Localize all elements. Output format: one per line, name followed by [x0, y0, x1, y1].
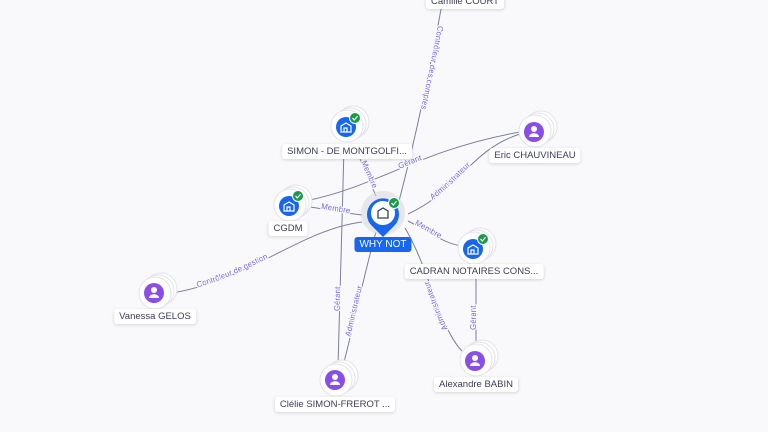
edge-label: Administrateur: [428, 160, 472, 201]
edge-vanessa-center: [171, 221, 363, 294]
node-cgdm[interactable]: [273, 184, 313, 222]
edge-label: Membre: [321, 202, 352, 216]
edge-eric-center: [407, 133, 521, 215]
edge-label: Contrôleur des comptes: [419, 25, 445, 110]
person-icon: [524, 122, 544, 142]
edge-label: Membre: [413, 218, 443, 240]
node-eric[interactable]: [518, 110, 558, 148]
edge-label: Gérant: [469, 305, 478, 330]
node-alexandre[interactable]: [459, 339, 499, 377]
node-simon[interactable]: [330, 105, 370, 143]
edge-cgdm-center: [309, 206, 363, 216]
node-label-alexandre[interactable]: Alexandre BABIN: [434, 377, 518, 392]
edge-labels: Contrôleur des comptes Membre Membre Gér…: [194, 24, 479, 339]
edge-eric-cgdm: [309, 131, 521, 201]
person-icon: [144, 283, 164, 303]
node-label-vanessa[interactable]: Vanessa GELOS: [114, 309, 196, 324]
center-node-label[interactable]: WHY NOT: [354, 237, 412, 252]
verified-check-icon: [348, 111, 362, 125]
person-icon: [325, 370, 345, 390]
person-icon: [465, 351, 485, 371]
verified-check-icon: [387, 196, 401, 210]
verified-check-icon: [476, 232, 490, 246]
edge-label: Administrateur: [343, 284, 364, 337]
edge-label: Gérant: [333, 286, 343, 311]
edge-label: Membre: [359, 159, 379, 190]
edges: [171, 3, 521, 367]
edge-alexandre-center: [404, 227, 464, 353]
node-label-camille[interactable]: Camille COURT: [426, 0, 504, 9]
edge-camille-center: [397, 3, 443, 206]
node-label-cgdm[interactable]: CGDM: [268, 221, 308, 236]
verified-check-icon: [291, 189, 305, 203]
node-label-simon[interactable]: SIMON - DE MONTGOLFI...: [282, 144, 412, 159]
node-vanessa[interactable]: [138, 272, 178, 310]
node-clelie[interactable]: [319, 359, 359, 397]
edge-label: Contrôleur de gestion: [195, 252, 269, 289]
node-label-clelie[interactable]: Clélie SIMON-FREROT ...: [274, 397, 396, 412]
center-node[interactable]: [361, 191, 405, 237]
node-cadran[interactable]: [457, 227, 497, 265]
node-label-cadran[interactable]: CADRAN NOTAIRES CONS...: [404, 264, 544, 279]
node-label-eric[interactable]: Eric CHAUVINEAU: [489, 148, 581, 163]
edge-clelie-simon: [337, 147, 345, 367]
edge-label: Administrateur: [422, 280, 449, 332]
building-icon: [377, 207, 389, 219]
